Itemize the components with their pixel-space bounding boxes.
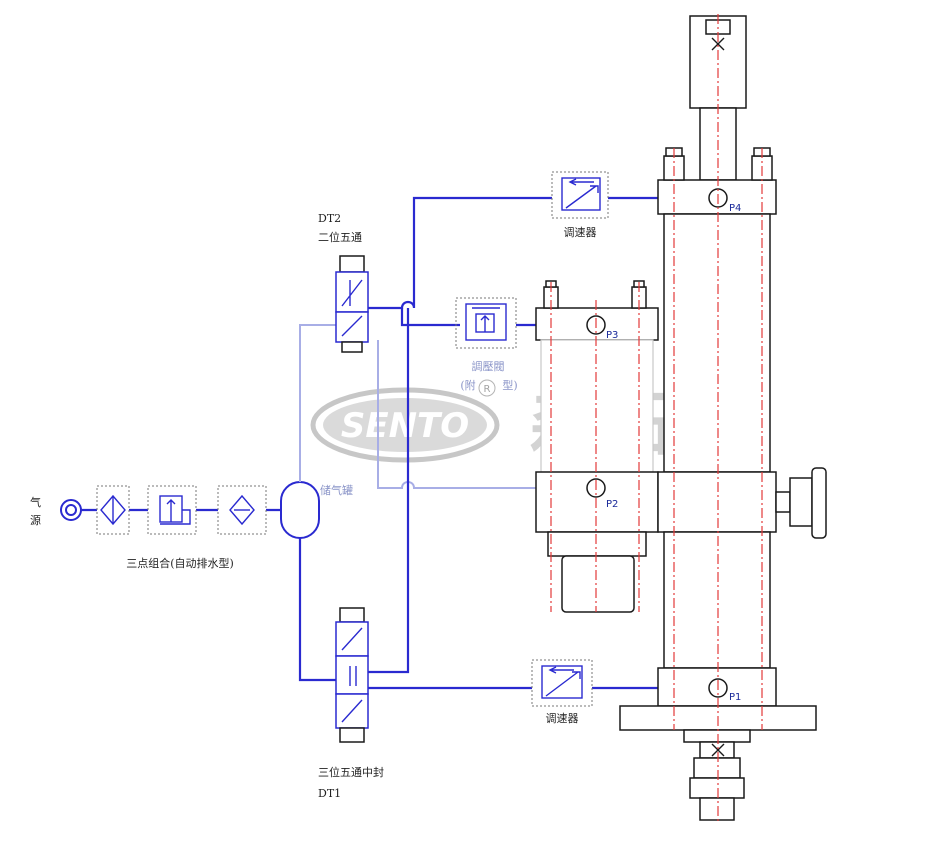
dt2-name: 二位五通 xyxy=(318,230,362,244)
rod-hex-nut xyxy=(693,757,741,779)
dt2-solenoid xyxy=(339,255,365,273)
dt2-code: DT2 xyxy=(318,212,341,225)
regulator-valve-body xyxy=(465,303,507,341)
watermark-brand: SENTO xyxy=(341,406,469,446)
speed-top-body xyxy=(561,177,601,211)
air-source: 气 源 xyxy=(30,495,82,527)
speed-controller-top: 调速器 xyxy=(551,171,609,239)
filter-unit xyxy=(96,485,130,535)
dt1-solenoid-top xyxy=(339,607,365,623)
regulator-label-1: 調壓閥 xyxy=(472,359,505,373)
lubricator-box xyxy=(217,485,267,535)
lubricator-unit xyxy=(217,485,267,535)
frl-label: 三点组合(自动排水型) xyxy=(126,556,234,570)
speed-bottom-box xyxy=(531,659,593,707)
speed-bottom-label: 调速器 xyxy=(546,712,579,725)
dt2-spring xyxy=(341,341,363,353)
valve-dt1: 三位五通中封 DT1 xyxy=(318,607,384,800)
watermark-ellipse xyxy=(310,387,500,463)
regulator-valve-arrow xyxy=(472,307,500,332)
dt1-block-b xyxy=(335,655,369,695)
air-source-inner xyxy=(65,504,77,516)
tank-label: 储气罐 xyxy=(320,483,353,497)
rod-end xyxy=(699,797,735,821)
booster-cylinder: P3 P2 xyxy=(535,280,659,613)
dt1-code: DT1 xyxy=(318,787,341,800)
dt1-return-pipe xyxy=(368,308,410,674)
knob-handle[interactable] xyxy=(811,467,827,539)
rod-nut-cross xyxy=(711,743,725,757)
top-sensor-cross xyxy=(711,37,725,51)
rod-lock-nut xyxy=(689,777,745,799)
air-source-label-1: 气 xyxy=(30,495,41,509)
lubricator-diamond xyxy=(229,494,255,526)
port-p1-label: P1 xyxy=(729,692,741,703)
p2-pipe xyxy=(377,340,596,489)
knob-body[interactable] xyxy=(789,477,813,527)
rod-nut-top xyxy=(699,741,735,759)
rod-gland xyxy=(683,729,751,743)
speed-top-box xyxy=(551,171,609,219)
watermark-ellipse-fill xyxy=(323,398,487,452)
regulator-box xyxy=(147,485,197,535)
knob-stem[interactable] xyxy=(775,491,791,513)
port-p3-label: P3 xyxy=(606,330,618,341)
speed-bottom-body xyxy=(541,665,583,699)
air-tank: 储气罐 xyxy=(280,481,353,539)
dt1-solenoid-bottom xyxy=(339,727,365,743)
speed-top-arrow xyxy=(565,185,599,209)
regulator-label-3: 型) xyxy=(502,378,517,392)
cylinder-lower-barrel xyxy=(663,531,771,669)
registered-mark xyxy=(478,379,496,397)
regulator-label-2: (附 xyxy=(460,378,475,392)
main-cylinder: P4 P1 xyxy=(619,14,827,822)
speed-bottom-arrow xyxy=(545,671,581,697)
registered-letter: R xyxy=(484,384,491,395)
filter-box xyxy=(96,485,130,535)
speed-controller-bottom: 调速器 xyxy=(531,659,593,725)
regulator-arrow xyxy=(166,499,176,522)
booster-bottom-cap xyxy=(547,531,647,557)
regulator-unit xyxy=(147,485,197,535)
port-p4-label: P4 xyxy=(729,203,741,214)
dt1-name: 三位五通中封 xyxy=(318,765,384,779)
dt1-flow-arrows xyxy=(341,627,363,723)
cylinder-upper-barrel xyxy=(663,213,771,473)
dt2-flow-arrows xyxy=(341,279,363,337)
regulator-pilot xyxy=(160,509,191,525)
tank-to-dt2-pipe xyxy=(299,324,336,482)
air-source-label-2: 源 xyxy=(30,513,41,527)
port-p2-label: P2 xyxy=(606,499,618,510)
speed-top-check xyxy=(568,178,594,186)
speed-top-label: 调速器 xyxy=(564,226,597,239)
tank-to-dt1-pipe xyxy=(298,538,336,682)
dt2-block-b xyxy=(335,311,369,343)
dt2-to-p4-pipe xyxy=(368,196,552,310)
dt2-to-regulator-pipe xyxy=(400,308,460,327)
valve-dt2: DT2 二位五通 xyxy=(318,212,369,353)
booster-barrel xyxy=(540,339,654,473)
regulator-valve-box xyxy=(455,297,517,349)
booster-reservoir xyxy=(561,555,635,613)
tank-body xyxy=(280,481,320,539)
cylinder-mid-block xyxy=(657,471,777,533)
pressure-regulator: 調壓閥 (附 型) xyxy=(455,297,518,392)
air-source-outer xyxy=(60,499,82,521)
speed-bottom-check xyxy=(548,666,574,674)
